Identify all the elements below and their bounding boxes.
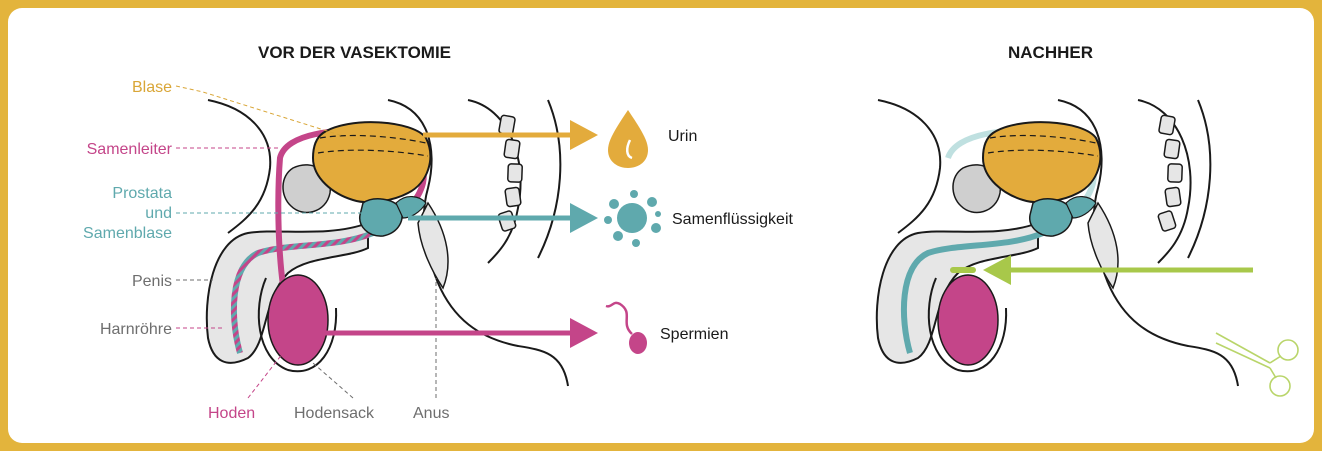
label-penis: Penis: [132, 273, 172, 290]
before-title: VOR DER VASEKTOMIE: [258, 43, 451, 62]
label-anus: Anus: [413, 405, 449, 422]
droplet-icon: [608, 110, 648, 168]
label-bladder: Blase: [132, 79, 172, 96]
label-prostate-3: Samenblase: [83, 225, 172, 242]
sperm-icon: [606, 303, 647, 354]
label-vas-deferens: Samenleiter: [87, 141, 173, 158]
after-testis-icon: [938, 275, 998, 365]
output-sperm: Spermien: [660, 326, 728, 343]
scissors-icon: [1216, 333, 1298, 396]
label-urethra: Harnröhre: [100, 321, 172, 338]
after-title: NACHHER: [1008, 43, 1093, 62]
output-urine: Urin: [668, 128, 697, 145]
vasectomy-diagram: VOR DER VASEKTOMIE: [8, 8, 1314, 443]
spine-icon: [498, 115, 523, 232]
splash-icon: [604, 190, 661, 247]
label-prostate-1: Prostata: [112, 185, 172, 202]
diagram-card: VOR DER VASEKTOMIE: [8, 8, 1314, 443]
after-rectum-icon: [1088, 203, 1118, 288]
after-panel: NACHHER: [877, 43, 1298, 396]
prostate-icon: [360, 199, 402, 236]
testis-icon: [268, 275, 328, 365]
after-prostate-icon: [1030, 199, 1072, 236]
before-panel: VOR DER VASEKTOMIE: [83, 43, 793, 422]
sperm-arrow: [323, 318, 598, 348]
label-prostate-2: und: [145, 205, 172, 222]
label-scrotum: Hodensack: [294, 405, 375, 422]
label-testis: Hoden: [208, 405, 255, 422]
output-seminal-fluid: Samenflüssigkeit: [672, 211, 794, 228]
